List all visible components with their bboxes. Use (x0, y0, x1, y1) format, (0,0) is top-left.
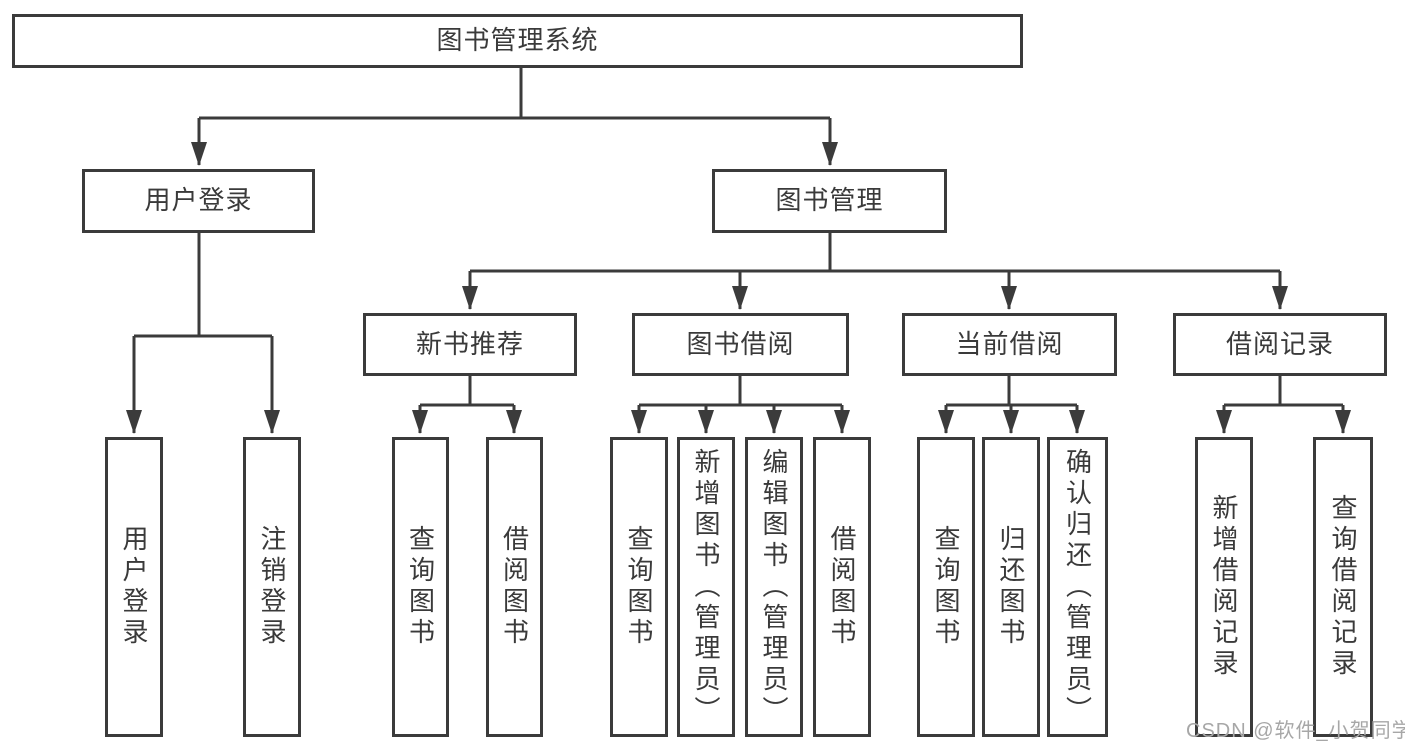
node-user-login: 用户登录 (82, 169, 315, 233)
node-current-borrowing: 当前借阅 (902, 313, 1117, 376)
node-book-management: 图书管理 (712, 169, 947, 233)
leaf-search-books-borrowing: 查询图书 (610, 437, 668, 737)
csdn-watermark: CSDN @软件_小贺同学 (1186, 720, 1405, 742)
leaf-borrow-books: 借阅图书 (813, 437, 871, 737)
connectors-new-book-recommendation-branch (412, 376, 522, 434)
leaf-search-books-current: 查询图书 (917, 437, 975, 737)
node-library-management-system: 图书管理系统 (12, 14, 1023, 68)
leaf-search-borrow-record: 查询借阅记录 (1313, 437, 1373, 737)
connectors-book-borrowing-branch (631, 376, 850, 434)
leaf-add-borrow-record: 新增借阅记录 (1195, 437, 1253, 737)
connectors-root-to-level2 (191, 68, 838, 166)
leaf-edit-books-admin: 编辑图书（管理员） (745, 437, 803, 737)
node-book-borrowing: 图书借阅 (632, 313, 849, 376)
leaf-search-books-recommendation: 查询图书 (392, 437, 449, 737)
connectors-current-borrowing-branch (938, 376, 1085, 434)
leaf-add-books-admin: 新增图书（管理员） (677, 437, 735, 737)
leaf-return-books: 归还图书 (982, 437, 1040, 737)
node-borrowing-records: 借阅记录 (1173, 313, 1387, 376)
leaf-confirm-return-admin: 确认归还（管理员） (1047, 437, 1108, 737)
connectors-book-management-branch (462, 233, 1288, 310)
connectors-user-login-branch (126, 232, 280, 434)
leaf-borrow-books-recommendation: 借阅图书 (486, 437, 543, 737)
node-new-book-recommendation: 新书推荐 (363, 313, 577, 376)
connectors-borrowing-records-branch (1216, 376, 1351, 434)
leaf-user-login: 用户登录 (105, 437, 163, 737)
leaf-logout: 注销登录 (243, 437, 301, 737)
